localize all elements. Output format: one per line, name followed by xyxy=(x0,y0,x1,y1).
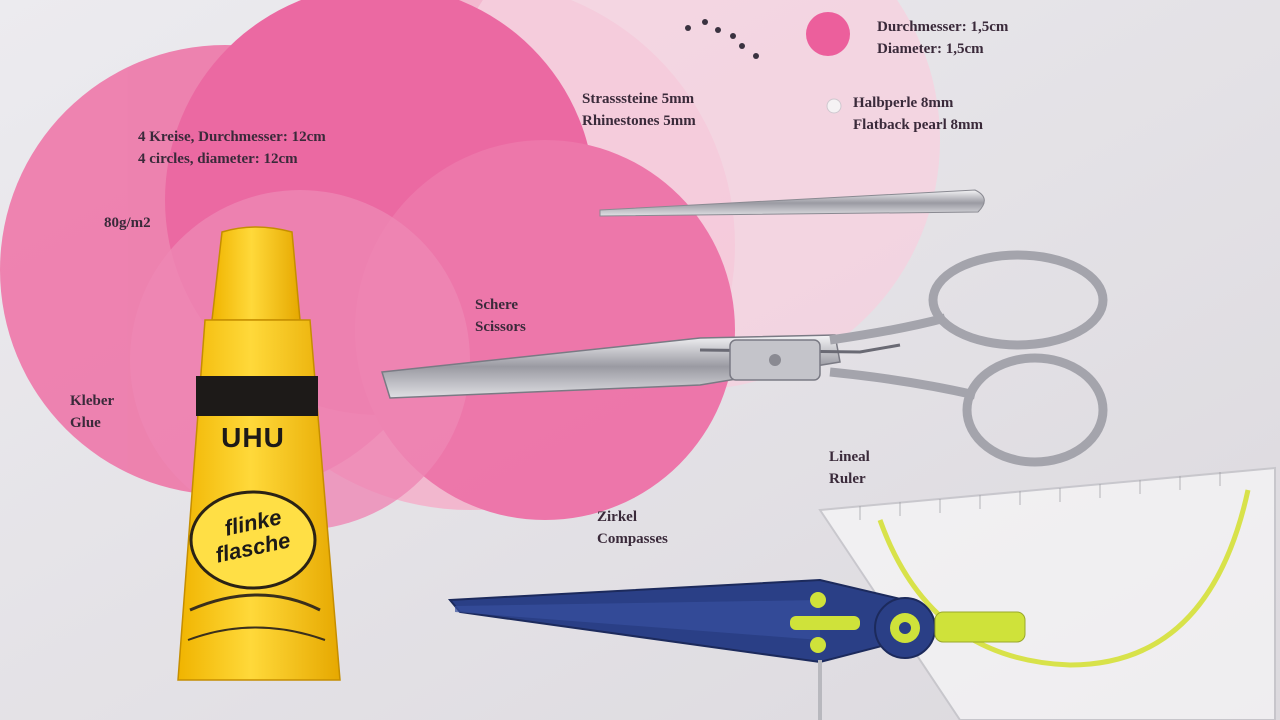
label-glue: Kleber Glue xyxy=(70,390,114,434)
label-glue-en: Glue xyxy=(70,415,101,431)
label-circles: 4 Kreise, Durchmesser: 12cm 4 circles, d… xyxy=(138,126,326,170)
label-compasses-en: Compasses xyxy=(597,531,668,547)
label-pearl-en: Flatback pearl 8mm xyxy=(853,117,983,133)
pink-dot-sample xyxy=(806,12,850,56)
label-pearl-de: Halbperle 8mm xyxy=(853,95,954,111)
label-paper-weight-text: 80g/m2 xyxy=(104,215,151,231)
label-rhinestones: Strasssteine 5mm Rhinestones 5mm xyxy=(582,88,696,132)
glue-tube xyxy=(177,226,341,681)
label-ruler-de: Lineal xyxy=(829,449,870,465)
label-dot-diameter-de: Durchmesser: 1,5cm xyxy=(877,19,1009,35)
tweezers xyxy=(599,189,985,217)
label-compasses: Zirkel Compasses xyxy=(597,506,668,550)
label-ruler: Lineal Ruler xyxy=(829,446,870,490)
compasses xyxy=(447,578,1026,720)
label-glue-de: Kleber xyxy=(70,393,115,409)
label-ruler-en: Ruler xyxy=(829,471,866,487)
label-dot-diameter: Durchmesser: 1,5cm Diameter: 1,5cm xyxy=(877,16,1008,60)
label-rhinestones-en: Rhinestones 5mm xyxy=(582,113,696,129)
label-rhinestones-de: Strasssteine 5mm xyxy=(582,91,695,107)
scissors xyxy=(381,250,1108,467)
label-paper-weight: 80g/m2 xyxy=(104,212,151,234)
label-scissors-en: Scissors xyxy=(475,319,526,335)
label-scissors-de: Schere xyxy=(475,297,519,313)
label-pearl: Halbperle 8mm Flatback pearl 8mm xyxy=(853,92,983,136)
rhinestones xyxy=(685,19,759,59)
label-compasses-de: Zirkel xyxy=(597,509,637,525)
label-circles-de: 4 Kreise, Durchmesser: 12cm xyxy=(138,129,326,145)
glue-brand-logo: UHU xyxy=(221,422,285,453)
label-dot-diameter-en: Diameter: 1,5cm xyxy=(877,41,984,57)
label-scissors: Schere Scissors xyxy=(475,294,526,338)
flatback-pearl xyxy=(826,98,842,114)
label-circles-en: 4 circles, diameter: 12cm xyxy=(138,151,298,167)
